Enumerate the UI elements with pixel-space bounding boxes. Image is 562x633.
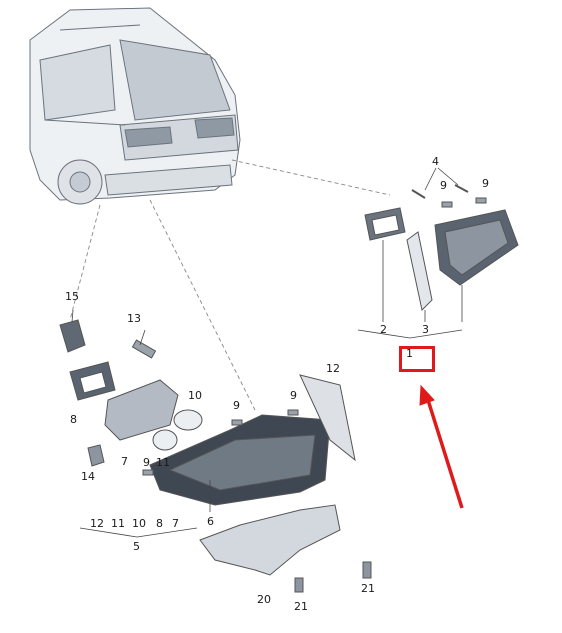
callout-10a: 10 [188, 389, 202, 402]
callout-3: 3 [422, 323, 429, 336]
callout-5: 5 [133, 540, 140, 553]
callout-9e: 9 [143, 456, 150, 469]
callout-11b: 11 [111, 517, 125, 530]
callout-12a: 12 [326, 362, 340, 375]
highlight-arrow [419, 384, 464, 509]
pointer-lines [69, 159, 391, 411]
callout-11a: 11 [156, 456, 170, 469]
callout-7b: 7 [172, 517, 179, 530]
callout-9b: 9 [482, 177, 489, 190]
group-5-leaders [71, 309, 211, 538]
callout-8a: 8 [70, 413, 77, 426]
callout-6: 6 [207, 515, 214, 528]
callout-12b: 12 [90, 517, 104, 530]
vehicle-rear-illustration [29, 7, 241, 205]
callout-2: 2 [380, 323, 387, 336]
callout-21b: 21 [361, 582, 375, 595]
group-5-parts [59, 319, 356, 506]
callout-20: 20 [257, 593, 271, 606]
callout-9d: 9 [290, 389, 297, 402]
callout-21a: 21 [294, 600, 308, 613]
callout-8b: 8 [156, 517, 163, 530]
highlight-box [399, 346, 435, 372]
callout-4: 4 [432, 155, 439, 168]
callout-10b: 10 [132, 517, 146, 530]
callout-1: 1 [406, 347, 413, 360]
callout-15: 15 [65, 290, 79, 303]
bracket-parts [199, 504, 372, 593]
group-1-leaders [357, 167, 463, 339]
callout-9c: 9 [233, 399, 240, 412]
callout-9a: 9 [440, 179, 447, 192]
callout-7a: 7 [121, 455, 128, 468]
callout-13: 13 [127, 312, 141, 325]
callout-14: 14 [81, 470, 95, 483]
group-1-parts [364, 184, 519, 312]
